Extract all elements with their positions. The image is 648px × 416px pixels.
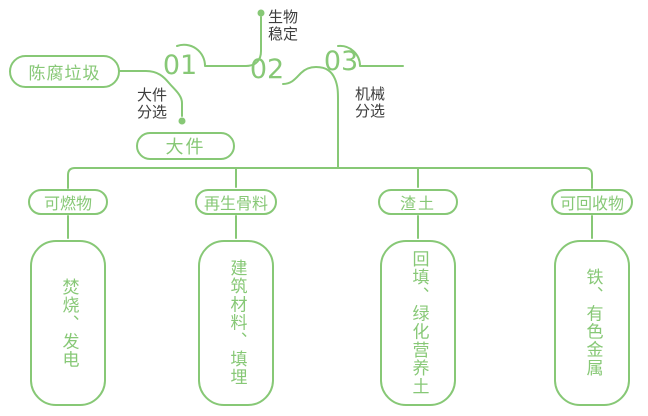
outcome-text: 建筑材料、填埋 bbox=[226, 259, 247, 387]
outcome-box-combustibles: 焚烧、发电 bbox=[30, 240, 106, 406]
connector-step03-tail bbox=[337, 44, 404, 67]
category-label: 可燃物 bbox=[43, 194, 92, 213]
branch-distribution-line bbox=[67, 167, 593, 189]
outcome-box-slag-soil: 回填、绿化营养土 bbox=[380, 240, 456, 406]
outcome-text: 回填、绿化营养土 bbox=[408, 250, 429, 396]
category-label: 再生骨料 bbox=[203, 194, 268, 213]
step-number-01: 01 bbox=[162, 50, 198, 81]
category-node-recycled-aggregate: 再生骨料 bbox=[195, 189, 277, 215]
category-label: 渣土 bbox=[399, 194, 436, 213]
source-node: 陈腐垃圾 bbox=[9, 55, 120, 88]
outcome-text: 焚烧、发电 bbox=[58, 277, 79, 369]
connector-step01-to-step02 bbox=[176, 16, 262, 67]
outcome-text: 铁、有色金属 bbox=[582, 268, 603, 378]
connector-source-to-step01 bbox=[119, 70, 183, 117]
source-label: 陈腐垃圾 bbox=[28, 64, 101, 84]
category-node-slag-soil: 渣土 bbox=[378, 189, 458, 215]
step03-process-label: 机械分选 bbox=[355, 85, 386, 120]
outcome-box-recyclables: 铁、有色金属 bbox=[554, 240, 630, 406]
outcome-box-recycled-aggregate: 建筑材料、填埋 bbox=[198, 240, 274, 406]
category-label: 可回收物 bbox=[559, 194, 624, 213]
bulky-output-label: 大件 bbox=[165, 137, 206, 158]
bulky-output-node: 大件 bbox=[136, 132, 235, 160]
step01-process-label: 大件分选 bbox=[137, 86, 168, 121]
bio-stabilize-dot bbox=[257, 9, 265, 17]
category-node-combustibles: 可燃物 bbox=[28, 189, 108, 215]
step02-process-label: 生物稳定 bbox=[268, 8, 299, 43]
step-number-02: 02 bbox=[249, 54, 285, 85]
step-number-03: 03 bbox=[323, 46, 359, 77]
connector-step02-to-branches bbox=[282, 66, 339, 168]
bulky-output-dot bbox=[178, 117, 186, 125]
category-node-recyclables: 可回收物 bbox=[551, 189, 633, 215]
